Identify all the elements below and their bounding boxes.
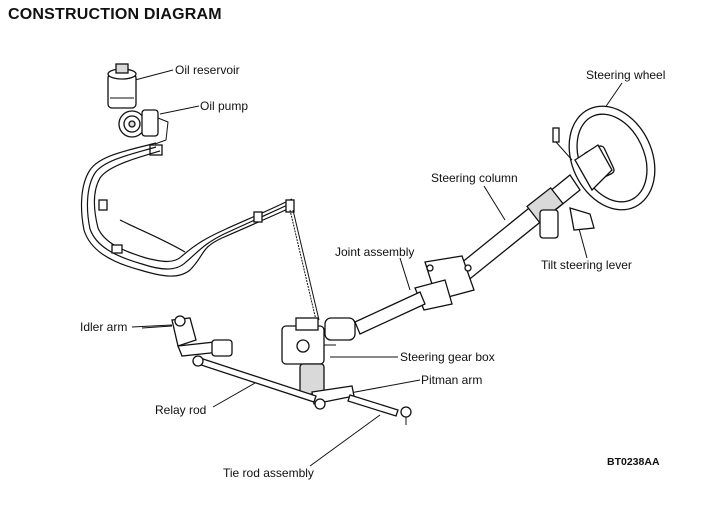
relay-rod-part (192, 355, 317, 403)
label-pitman-arm: Pitman arm (421, 373, 483, 387)
steering-wheel-part (552, 105, 656, 211)
label-relay-rod: Relay rod (155, 403, 207, 417)
oil-reservoir-part (107, 63, 137, 109)
joint-assembly-part (324, 255, 475, 341)
idler-arm-part (141, 315, 233, 357)
tie-rod-part (347, 394, 412, 425)
figure-code: BT0238AA (607, 456, 660, 468)
label-steering-column: Steering column (431, 171, 518, 185)
label-oil-pump: Oil pump (200, 99, 249, 113)
label-steering-gear-box: Steering gear box (400, 350, 495, 364)
label-steering-wheel: Steering wheel (586, 68, 666, 82)
hose-lines (80, 142, 320, 321)
diagram-title: CONSTRUCTION DIAGRAM (8, 6, 222, 23)
oil-pump-part (118, 109, 169, 156)
label-tilt-steering-lever: Tilt steering lever (541, 258, 632, 272)
label-joint-assembly: Joint assembly (335, 245, 415, 259)
label-tie-rod-assembly: Tie rod assembly (223, 466, 314, 480)
steering-gear-box-part (281, 317, 336, 395)
label-oil-reservoir: Oil reservoir (175, 63, 240, 77)
label-idler-arm: Idler arm (80, 320, 128, 334)
